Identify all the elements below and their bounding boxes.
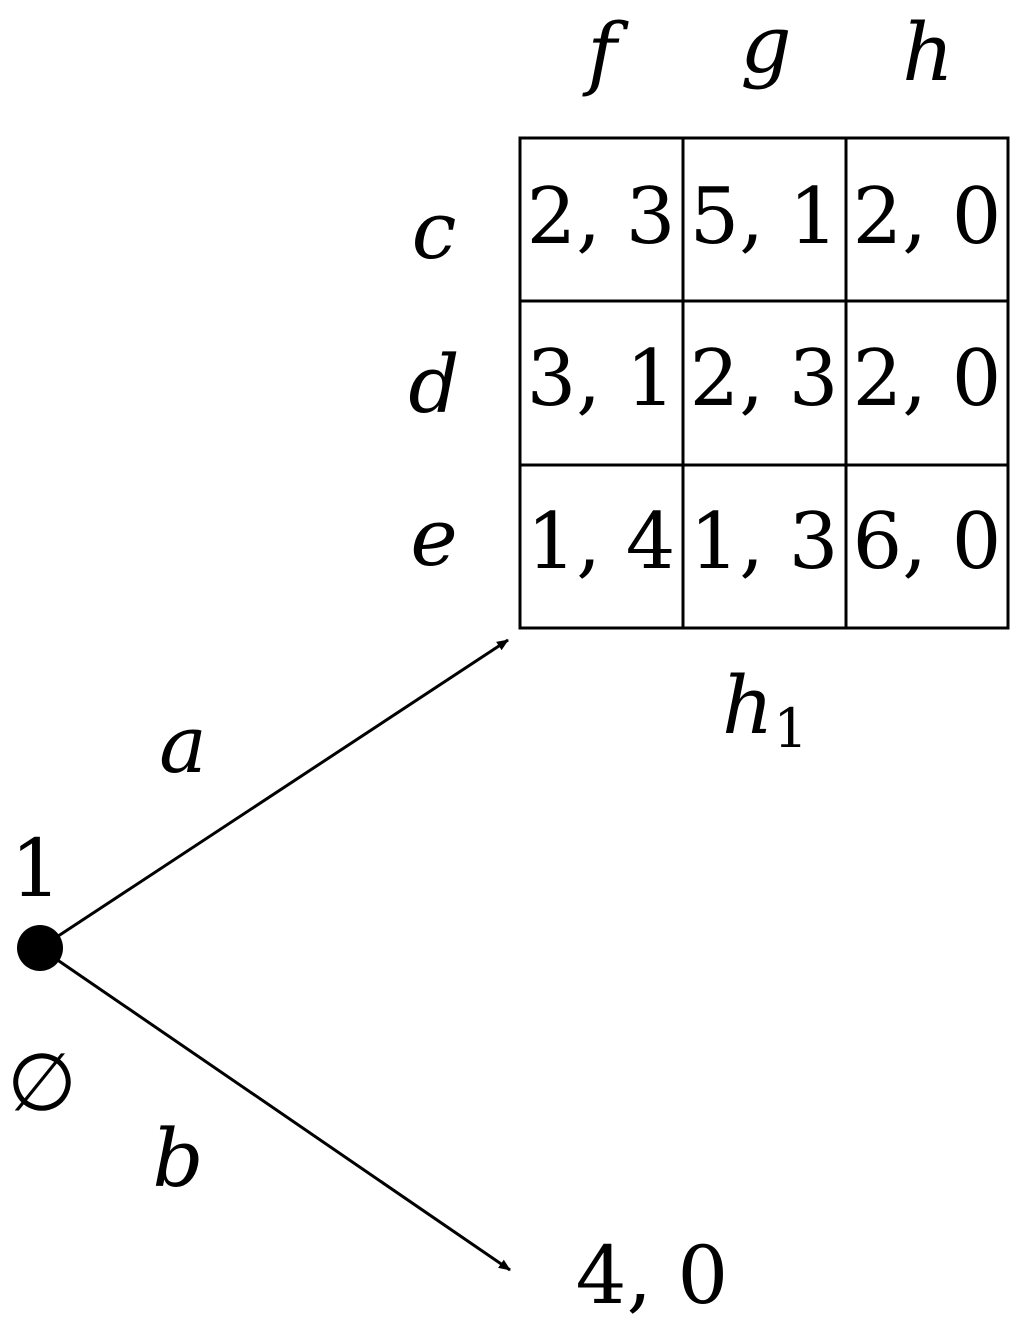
root-node xyxy=(17,925,63,971)
row-label-c: c xyxy=(412,184,457,277)
col-label-f: f xyxy=(582,6,629,99)
action-label-b: b xyxy=(152,1112,203,1205)
edge-a-arrow xyxy=(39,638,509,950)
row-label-d: d xyxy=(408,338,459,431)
payoff-cell-d-g: 2, 3 xyxy=(690,334,839,424)
payoff-cell-e-f: 1, 4 xyxy=(527,497,676,587)
col-label-g: g xyxy=(740,0,791,91)
payoff-cell-e-h: 6, 0 xyxy=(853,497,1002,587)
root-player-label: 1 xyxy=(11,822,62,915)
payoff-cell-c-h: 2, 0 xyxy=(853,172,1002,262)
payoff-matrix-grid xyxy=(518,136,1010,630)
payoff-cell-e-g: 1, 3 xyxy=(690,497,839,587)
payoff-cell-d-h: 2, 0 xyxy=(853,334,1002,424)
payoff-cell-c-f: 2, 3 xyxy=(527,172,676,262)
terminal-payoff-b: 4, 0 xyxy=(576,1229,729,1322)
payoff-cell-c-g: 5, 1 xyxy=(690,172,839,262)
col-label-h: h xyxy=(902,6,954,99)
row-label-e: e xyxy=(410,491,457,584)
payoff-cell-d-f: 3, 1 xyxy=(527,334,676,424)
root-info-set-label: ∅ xyxy=(7,1036,77,1129)
edge-b-arrow xyxy=(39,946,511,1272)
action-label-a: a xyxy=(159,698,207,791)
info-set-label: h1 xyxy=(722,659,808,760)
